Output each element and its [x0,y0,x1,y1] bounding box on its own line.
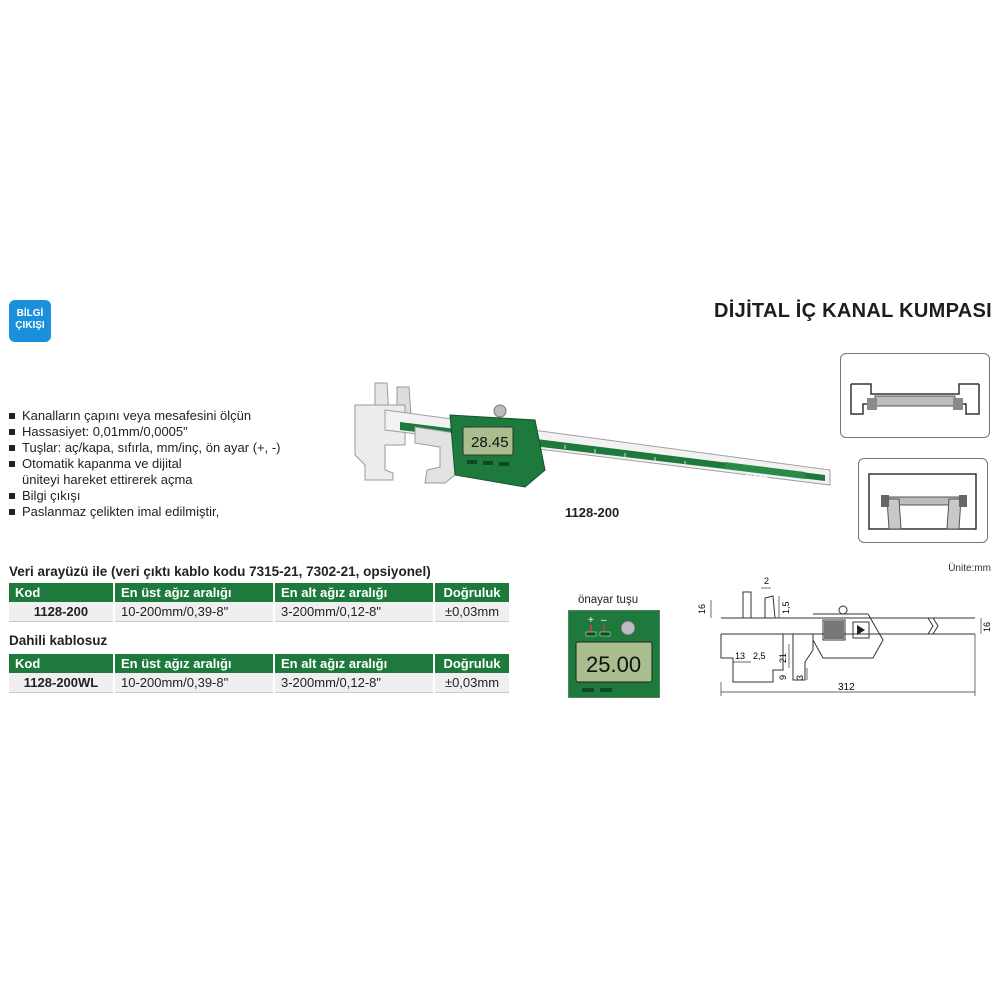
cell-upper-range: 10-200mm/0,39-8" [114,673,275,693]
cell-accuracy: ±0,03mm [434,673,509,693]
button-icon [600,688,612,692]
cell-accuracy: ±0,03mm [434,602,509,622]
plus-button-icon [585,631,597,637]
feature-list: Kanalların çapını veya mesafesini ölçün … [9,408,349,520]
cell-lower-range: 3-200mm/0,12-8" [274,602,435,622]
feature-item: Hassasiyet: 0,01mm/0,0005" [9,424,349,440]
dim-jaw-tip: 2,5 [753,651,766,661]
table2-title: Dahili kablosuz [9,633,108,648]
spec-table-data-interface: Kod En üst ağız aralığı En alt ağız aral… [9,583,509,622]
cell-upper-range: 10-200mm/0,39-8" [114,602,275,622]
table-row: 1128-200WL 10-200mm/0,39-8" 3-200mm/0,12… [9,673,509,693]
feature-item: Paslanmaz çelikten imal edilmiştir, [9,504,349,520]
feature-item: Bilgi çıkışı [9,488,349,504]
unit-note: Ünite:mm [948,563,991,574]
measure-illustration-top [840,353,990,438]
model-label: 1128-200 [565,505,620,520]
feature-item: Tuşlar: aç/kapa, sıfırla, mm/inç, ön aya… [9,440,349,456]
preset-label: önayar tuşu [578,594,639,606]
col-header-lower-range: En alt ağız aralığı [274,654,435,673]
dim-top-gap: 2 [764,576,769,586]
caliper-product-image: INSIZE 28.45 [354,382,831,488]
cell-code: 1128-200 [9,602,115,622]
dim-lower-21: 21 [778,653,788,663]
outer-groove-illustration [850,383,980,415]
lcd-screen [575,641,653,683]
measure-illustration-bottom [858,458,988,543]
dim-top-depth: 1,5 [781,601,791,614]
dim-overall-length: 312 [838,682,855,693]
col-header-accuracy: Doğruluk [434,583,509,602]
button-icon [483,461,493,465]
dim-lower-9: 9 [778,675,788,680]
col-header-accuracy: Doğruluk [434,654,509,673]
preset-plus: + [588,615,594,626]
data-output-badge: BİLGİ ÇIKIŞI [9,300,51,342]
thumb-wheel-icon [620,620,636,636]
technical-drawing: 16 2 1,5 16 13 2,5 21 9 3 312 [697,576,992,696]
col-header-lower-range: En alt ağız aralığı [274,583,435,602]
col-header-upper-range: En üst ağız aralığı [114,583,275,602]
table1-title: Veri arayüzü ile (veri çıktı kablo kodu … [9,564,431,579]
dim-left-height: 16 [697,604,707,614]
table-row: 1128-200 10-200mm/0,39-8" 3-200mm/0,12-8… [9,602,509,622]
button-icon [499,462,509,466]
dim-jaw-width: 13 [735,651,745,661]
cell-lower-range: 3-200mm/0,12-8" [274,673,435,693]
thumb-wheel-icon [493,404,507,418]
dim-right-height: 16 [982,622,992,632]
sliding-lower-jaw [414,426,456,484]
inner-groove-illustration [868,473,977,530]
button-icon [467,460,477,464]
spec-table-wireless: Kod En üst ağız aralığı En alt ağız aral… [9,654,509,693]
button-icon [582,688,594,692]
brand-label: INSIZE [745,474,769,484]
page-title: DİJİTAL İÇ KANAL KUMPASI [714,300,992,322]
preset-button-inset: + – 25.00 [568,610,660,698]
col-header-upper-range: En üst ağız aralığı [114,654,275,673]
preset-lcd-reading: 25.00 [586,652,641,677]
beam-ticks [564,445,686,465]
lcd-reading: 28.45 [471,434,509,451]
badge-line1: BİLGİ [16,308,44,319]
feature-item: Kanalların çapını veya mesafesini ölçün [9,408,349,424]
lcd-screen [462,426,514,456]
feature-item: Otomatik kapanma ve dijital [9,456,349,472]
cell-code: 1128-200WL [9,673,115,693]
col-header-code: Kod [9,583,115,602]
dim-lower-3: 3 [795,675,805,680]
feature-item-continuation: üniteyi hareket ettirerek açma [22,472,193,487]
minus-button-icon [599,631,611,637]
col-header-code: Kod [9,654,115,673]
preset-minus: – [601,615,607,626]
badge-line2: ÇIKIŞI [15,320,45,331]
play-button-icon [857,625,865,635]
